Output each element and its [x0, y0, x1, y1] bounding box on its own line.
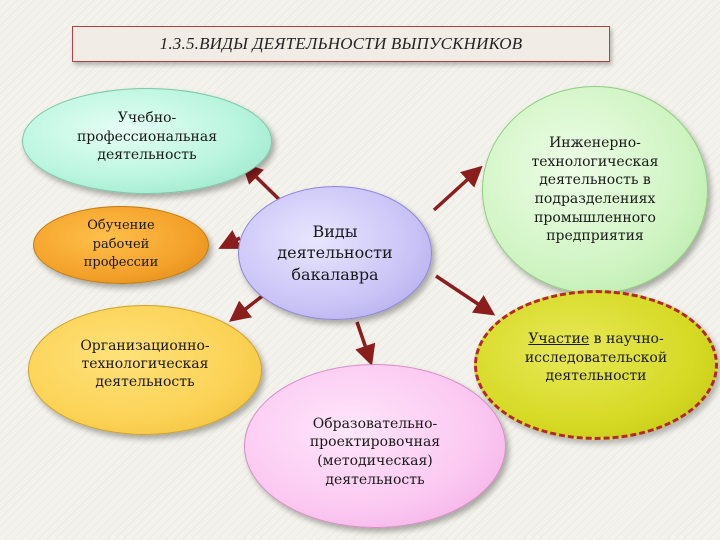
page-title: 1.3.5.ВИДЫ ДЕЯТЕЛЬНОСТИ ВЫПУСКНИКОВ — [159, 34, 523, 53]
node-label: Учебно- профессиональная деятельность — [76, 109, 218, 164]
node-label: Организационно- технологическая деятельн… — [80, 337, 210, 391]
node-label: Виды деятельности бакалавра — [277, 221, 393, 284]
node-label: Участие в научно- исследовательской деят… — [525, 330, 667, 387]
node-research-participation: Участие в научно- исследовательской деят… — [474, 290, 718, 440]
node-educational-professional: Учебно- профессиональная деятельность — [22, 88, 272, 194]
node-label: Обучение рабочей профессии — [83, 217, 159, 271]
arrow-to-research — [435, 274, 496, 316]
node-label: Инженерно- технологическая деятельность … — [531, 135, 659, 245]
node-worker-training: Обучение рабочей профессии — [33, 206, 209, 284]
arrow-to-training — [218, 230, 242, 249]
node-label-rest: в научно- исследовательской деятельности — [524, 330, 668, 385]
node-label: Образовательно- проектировочная (методич… — [309, 415, 441, 488]
node-educational-design: Образовательно- проектировочная (методич… — [244, 364, 506, 528]
title-banner: 1.3.5.ВИДЫ ДЕЯТЕЛЬНОСТИ ВЫПУСКНИКОВ — [72, 26, 610, 62]
arrow-to-design — [355, 321, 376, 366]
node-organizational-technological: Организационно- технологическая деятельн… — [28, 305, 262, 435]
node-center-bachelor-activities: Виды деятельности бакалавра — [238, 186, 432, 320]
node-label-underlined: Участие — [528, 330, 590, 347]
arrow-to-engineering — [432, 165, 483, 212]
node-engineering-technological: Инженерно- технологическая деятельность … — [482, 86, 708, 294]
